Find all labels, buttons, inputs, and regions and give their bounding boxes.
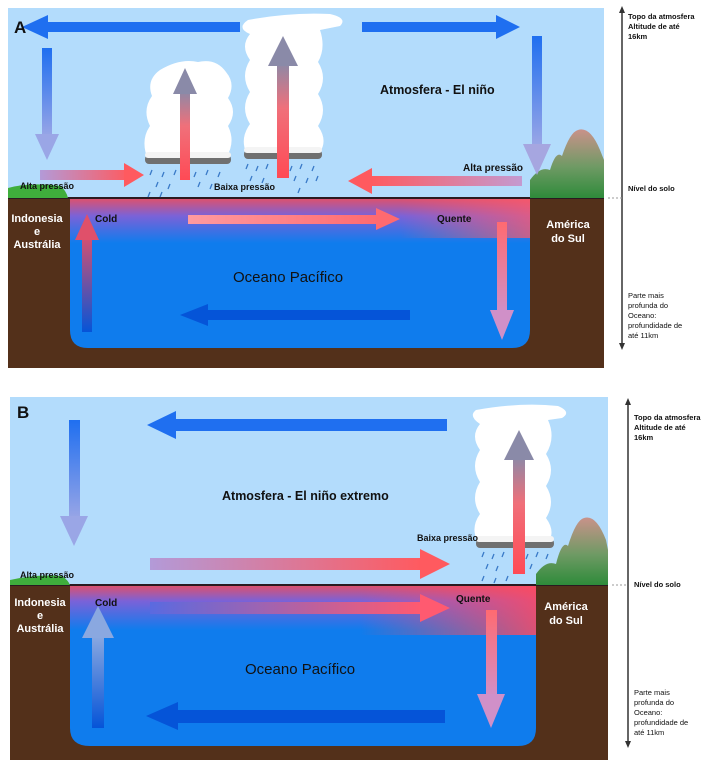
scale-ground-label: Nível do solo (628, 184, 675, 193)
scale-top-line: 16km (634, 433, 654, 442)
rain-small-cloud (147, 169, 221, 198)
east-land-label: América do Sul (546, 219, 590, 245)
surface-wind-arrow (150, 549, 450, 579)
descending-air-west-arrow (60, 420, 88, 546)
high-pressure-west-label: Alta pressão (20, 570, 75, 580)
cold-label: Cold (95, 214, 117, 225)
scale-top-line: Altitude de até (628, 22, 680, 31)
panel-b-diagram: B Atmosfera - El niño extremo Oceano Pac… (10, 397, 701, 760)
west-land-line: Austrália (16, 623, 64, 635)
ocean-upwelling-arrow (75, 214, 99, 332)
east-land-line: do Sul (551, 233, 585, 245)
altitude-scale (612, 398, 631, 748)
circulation-top-left-arrow (147, 411, 447, 439)
rain-tall-cloud (245, 163, 319, 194)
surface-wind-west-arrow (40, 163, 144, 187)
panel-letter: A (14, 18, 26, 37)
west-land-line: e (37, 610, 43, 622)
scale-bottom-label: Parte mais profunda do Oceano: profundid… (634, 688, 688, 737)
west-land-vegetation (10, 575, 70, 585)
east-land-line: América (546, 219, 590, 231)
scale-bottom-line: Oceano: (634, 708, 662, 717)
high-pressure-east-label: Alta pressão (463, 163, 523, 174)
cold-label: Cold (95, 598, 117, 609)
west-land-line: Indonesia (14, 597, 66, 609)
rising-air-arrow (504, 430, 534, 574)
west-land-line: e (34, 226, 40, 238)
panel-letter: B (17, 403, 29, 422)
warm-water-patch (400, 198, 530, 238)
scale-bottom-line: até 11km (634, 728, 664, 737)
scale-top-line: Topo da atmosfera (628, 12, 695, 21)
circulation-top-left-arrow (22, 15, 240, 39)
scale-top-label: Topo da atmosfera Altitude de até 16km (634, 413, 701, 442)
ocean-downwelling-arrow (477, 610, 505, 728)
east-land-label: América do Sul (544, 601, 588, 627)
west-land-line: Austrália (13, 239, 61, 251)
west-land-vegetation (8, 184, 68, 198)
scale-bottom-line: profunda do (634, 698, 674, 707)
scale-bottom-line: até 11km (628, 331, 658, 340)
scale-bottom-line: Parte mais (634, 688, 670, 697)
ocean-deep-current-arrow (146, 702, 445, 730)
descending-air-west-arrow (35, 48, 59, 160)
rising-air-tall-arrow (268, 36, 298, 178)
west-land-label: Indonesia e Austrália (14, 597, 66, 635)
scale-top-line: Altitude de até (634, 423, 686, 432)
panel-a-diagram: A Atmosfera - El niño Oceano Pacífico Al… (8, 6, 695, 368)
atmosphere-label: Atmosfera - El niño extremo (222, 489, 389, 503)
circulation-top-right-arrow (362, 15, 520, 39)
scale-bottom-label: Parte mais profunda do Oceano: profundid… (628, 291, 682, 340)
scale-top-line: Topo da atmosfera (634, 413, 701, 422)
west-land-line: Indonesia (11, 213, 63, 225)
ocean-upwelling-arrow (82, 606, 114, 728)
ocean-label: Oceano Pacífico (233, 269, 343, 286)
east-mountain (536, 517, 608, 585)
east-mountain (530, 129, 604, 198)
scale-bottom-line: profunda do (628, 301, 668, 310)
west-land-label: Indonesia e Austrália (11, 213, 63, 251)
ocean-label: Oceano Pacífico (245, 661, 355, 678)
low-pressure-label: Baixa pressão (214, 182, 276, 192)
rising-air-small-arrow (173, 68, 197, 180)
surface-wind-east-arrow (348, 168, 522, 194)
scale-bottom-line: Parte mais (628, 291, 664, 300)
ocean-surface-current-arrow (150, 594, 450, 622)
scale-bottom-line: profundidade de (634, 718, 688, 727)
warm-label: Quente (437, 214, 472, 225)
panel-b-el-nino-extreme: B Atmosfera - El niño extremo Oceano Pac… (0, 388, 702, 769)
rain (481, 551, 549, 584)
ocean-deep-current-arrow (180, 304, 410, 326)
scale-top-line: 16km (628, 32, 648, 41)
scale-ground-label: Nível do solo (634, 580, 681, 589)
atmosphere-label: Atmosfera - El niño (380, 83, 495, 97)
scale-top-label: Topo da atmosfera Altitude de até 16km (628, 12, 695, 41)
panel-a-el-nino: A Atmosfera - El niño Oceano Pacífico Al… (0, 0, 702, 380)
east-land-line: do Sul (549, 615, 583, 627)
high-pressure-west-label: Alta pressão (20, 181, 75, 191)
ocean-surface-current-arrow (188, 208, 400, 230)
altitude-scale (608, 6, 625, 350)
scale-bottom-line: profundidade de (628, 321, 682, 330)
ocean-downwelling-arrow (490, 222, 514, 340)
scale-bottom-line: Oceano: (628, 311, 656, 320)
low-pressure-label: Baixa pressão (417, 533, 479, 543)
descending-air-east-arrow (523, 36, 551, 175)
east-land-line: América (544, 601, 588, 613)
warm-label: Quente (456, 594, 491, 605)
